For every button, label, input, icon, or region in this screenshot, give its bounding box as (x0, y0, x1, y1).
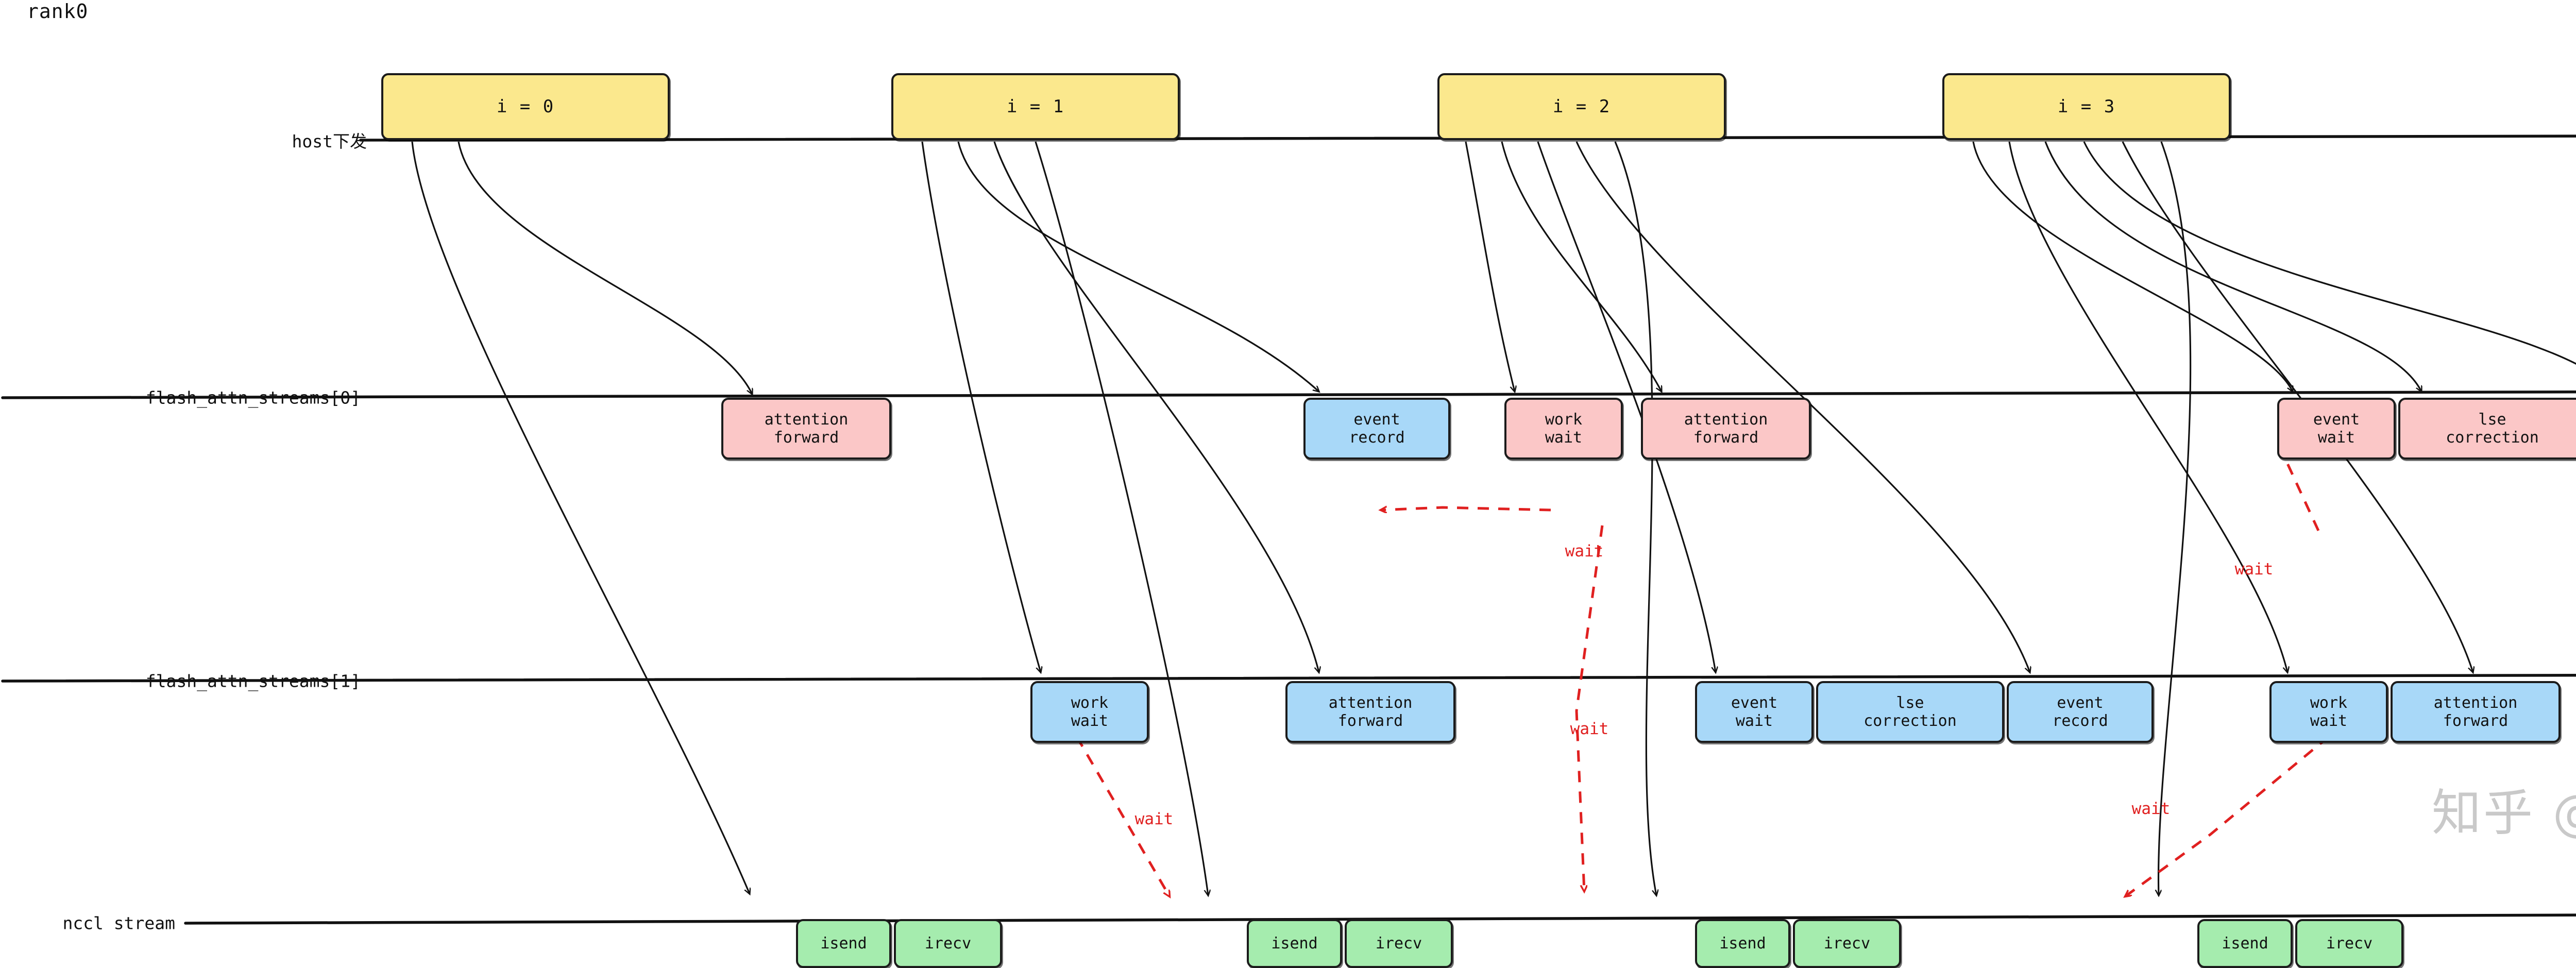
stream0-op-box[interactable]: attention forward (1641, 398, 1811, 460)
op-line-2: forward (1693, 429, 1759, 447)
stream0-op-box[interactable]: event wait (2277, 398, 2396, 460)
stream1-op-box[interactable]: event wait (1695, 681, 1814, 743)
stream1-op-box[interactable]: lse correction (1816, 681, 2004, 743)
wait-arrows (1075, 407, 2330, 896)
op-line-1: lse (1896, 693, 1924, 712)
op-line-1: attention (764, 410, 849, 429)
stream1-op-box[interactable]: event record (2007, 681, 2154, 743)
op-label: isend (820, 934, 867, 953)
wait-label: wait (2131, 800, 2171, 818)
lane-baselines (1, 134, 2576, 925)
op-line-2: wait (1735, 712, 1773, 730)
stream0-op-box[interactable]: event record (1303, 398, 1450, 460)
op-line-1: attention (1328, 693, 1413, 712)
nccl-op-box[interactable]: isend (2197, 919, 2293, 968)
dispatch-arrows (411, 141, 2576, 895)
op-line-2: forward (773, 429, 839, 447)
op-line-1: lse (2478, 410, 2506, 429)
lane-label-host: host下发 (292, 131, 367, 151)
lane-label-nccl-stream: nccl stream (62, 913, 175, 933)
op-line-2: wait (1545, 429, 1583, 447)
nccl-op-box[interactable]: isend (1695, 919, 1790, 968)
wait-label: wait (1570, 720, 1609, 738)
stream1-op-box[interactable]: attention forward (2391, 681, 2561, 743)
op-line-1: event (1353, 410, 1400, 429)
nccl-op-box[interactable]: isend (796, 919, 891, 968)
host-iteration-box[interactable]: i = 3 (1942, 73, 2231, 140)
host-iteration-box[interactable]: i = 1 (891, 73, 1180, 140)
op-label: irecv (1823, 934, 1871, 953)
op-label: isend (1719, 934, 1766, 953)
wait-label: wait (1134, 810, 1174, 828)
host-iteration-label: i = 1 (1006, 96, 1065, 117)
stream1-op-box[interactable]: work wait (2269, 681, 2388, 743)
lane-label-flash-attn-streams-0: flash_attn_streams[0] (145, 387, 361, 408)
op-line-2: record (2052, 712, 2108, 730)
op-line-2: wait (2317, 429, 2355, 447)
op-line-2: wait (1071, 712, 1109, 730)
stream1-op-box[interactable]: work wait (1030, 681, 1149, 743)
op-line-1: attention (1684, 410, 1768, 429)
op-label: irecv (1375, 934, 1422, 953)
wait-label: wait (2234, 560, 2274, 579)
op-label: isend (2222, 934, 2268, 953)
nccl-op-box[interactable]: irecv (894, 919, 1002, 968)
op-line-2: forward (2443, 712, 2509, 730)
op-line-2: forward (1337, 712, 1403, 730)
host-iteration-box[interactable]: i = 0 (381, 73, 670, 140)
op-line-2: correction (2446, 429, 2539, 447)
op-line-1: work (1071, 693, 1109, 712)
op-line-2: record (1349, 429, 1405, 447)
op-line-2: wait (2310, 712, 2348, 730)
stream1-op-box[interactable]: attention forward (1285, 681, 1455, 743)
nccl-op-box[interactable]: irecv (1793, 919, 1901, 968)
op-line-1: work (2310, 693, 2348, 712)
nccl-op-box[interactable]: isend (1247, 919, 1342, 968)
op-line-1: work (1545, 410, 1583, 429)
page-title: rank0 (27, 0, 89, 23)
nccl-op-box[interactable]: irecv (2295, 919, 2403, 968)
op-label: irecv (2326, 934, 2373, 953)
op-label: isend (1271, 934, 1318, 953)
op-line-1: event (1731, 693, 1778, 712)
op-line-1: event (2313, 410, 2360, 429)
host-iteration-label: i = 2 (1552, 96, 1611, 117)
nccl-op-box[interactable]: irecv (1345, 919, 1453, 968)
op-label: irecv (924, 934, 972, 953)
op-line-2: correction (1863, 712, 1957, 730)
host-iteration-label: i = 0 (496, 96, 555, 117)
stream0-op-box[interactable]: attention forward (721, 398, 891, 460)
lane-label-flash-attn-streams-1: flash_attn_streams[1] (145, 671, 361, 691)
stream0-op-box[interactable]: lse correction (2398, 398, 2576, 460)
watermark: 知乎 @ykddd啊 (2432, 784, 2576, 842)
stream0-op-box[interactable]: work wait (1504, 398, 1623, 460)
host-iteration-label: i = 3 (2057, 96, 2116, 117)
op-line-1: event (2057, 693, 2104, 712)
wait-label: wait (1565, 542, 1604, 561)
op-line-1: attention (2433, 693, 2518, 712)
host-iteration-box[interactable]: i = 2 (1437, 73, 1726, 140)
